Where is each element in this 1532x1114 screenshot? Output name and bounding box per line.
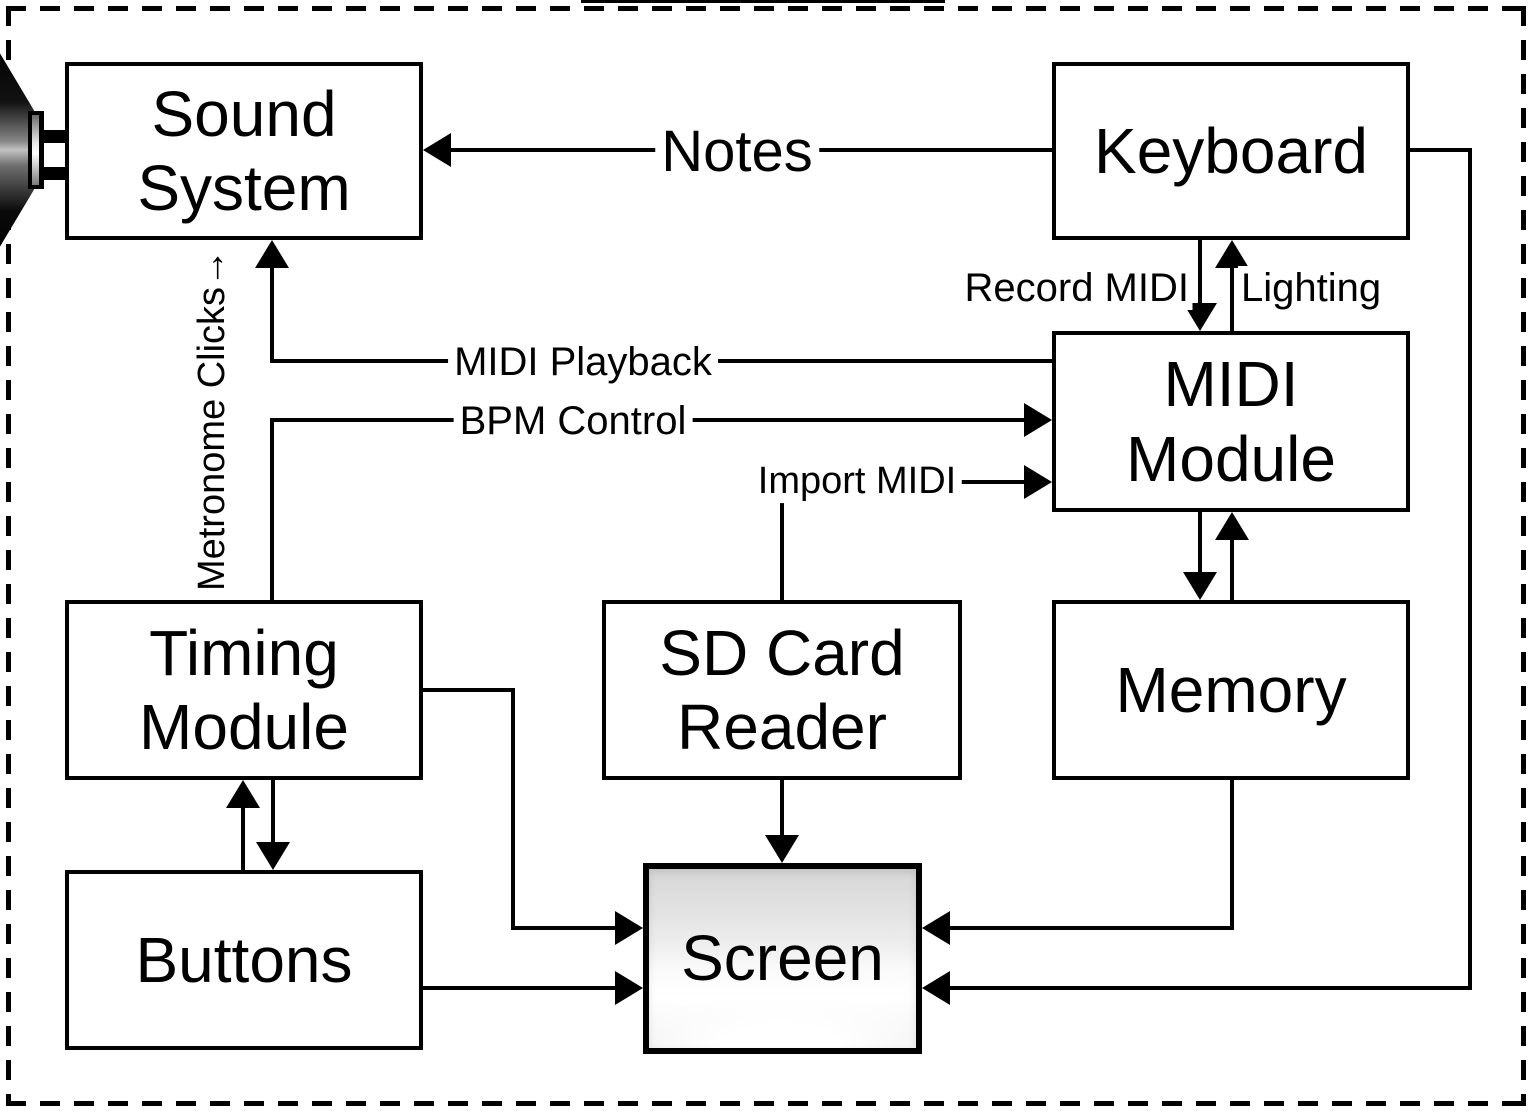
node-screen-label: Screen — [681, 922, 884, 995]
node-buttons-label: Buttons — [135, 923, 353, 996]
edge-import-midi-line-horiz — [950, 480, 1024, 484]
edge-label-lighting: Lighting — [1238, 266, 1385, 310]
edge-buttons-timing-line — [241, 804, 245, 870]
edge-label-bpm-control: BPM Control — [453, 399, 693, 443]
page-border-right — [1521, 6, 1526, 1106]
arrowhead-timing-into-buttons — [256, 842, 290, 870]
edge-keyboard-screen-line-top — [1410, 148, 1472, 152]
speaker-driver-highlight — [32, 115, 39, 185]
edge-lighting-line — [1230, 266, 1234, 331]
arrowhead-lighting-into-keyboard — [1215, 240, 1249, 268]
node-timing-module-label: Timing Module — [139, 616, 349, 763]
edge-midi-memory-line — [1198, 512, 1202, 576]
page-border-top — [6, 6, 1526, 11]
edge-label-metronome-text: Metronome Clicks — [191, 286, 234, 592]
edge-record-midi-line — [1198, 240, 1202, 306]
edge-label-notes: Notes — [655, 120, 819, 184]
node-buttons: Buttons — [65, 870, 423, 1050]
arrowhead-notes-into-sound-system — [423, 133, 451, 167]
arrowhead-buttons-into-screen — [615, 971, 643, 1005]
arrowhead-memory-into-screen — [922, 911, 950, 945]
speaker-connector-bottom — [44, 167, 65, 180]
node-sd-card-reader-label: SD Card Reader — [659, 616, 905, 763]
edge-timing-screen-line-b — [511, 688, 515, 930]
edge-label-metronome-clicks: Metronome Clicks→ — [191, 238, 234, 602]
edge-label-midi-playback: MIDI Playback — [448, 340, 718, 384]
arrowhead-import-into-midi — [1024, 465, 1052, 499]
edge-keyboard-screen-line-vert — [1468, 148, 1472, 990]
arrowhead-bpm-into-midi — [1024, 403, 1052, 437]
node-sd-card-reader: SD Card Reader — [602, 600, 962, 780]
node-screen: Screen — [643, 863, 922, 1054]
edge-midi-playback-line-vert — [270, 264, 274, 363]
speaker-connector-top — [44, 130, 65, 143]
page-border-left — [6, 6, 11, 1106]
node-memory: Memory — [1052, 600, 1410, 780]
arrowhead-playback-into-sound-system — [255, 240, 289, 268]
edge-buttons-screen-line — [423, 986, 619, 990]
node-keyboard-label: Keyboard — [1094, 114, 1368, 187]
edge-label-import-midi: Import MIDI — [751, 460, 963, 503]
edge-import-midi-line-vert — [780, 500, 784, 600]
edge-memory-screen-line-horiz — [950, 926, 1234, 930]
arrowhead-keyboard-into-screen — [922, 971, 950, 1005]
edge-bpm-control-line-vert — [270, 418, 274, 600]
node-midi-module-label: MIDI Module — [1126, 348, 1336, 495]
arrowhead-memory-into-midi — [1215, 512, 1249, 540]
edge-timing-buttons-line — [271, 780, 275, 846]
node-sound-system-label: Sound System — [137, 77, 351, 224]
edge-timing-screen-line-a — [423, 688, 515, 692]
node-midi-module: MIDI Module — [1052, 331, 1410, 512]
arrowhead-midi-into-memory — [1183, 572, 1217, 600]
edge-memory-midi-line — [1230, 536, 1234, 600]
edge-label-record-midi: Record MIDI — [961, 266, 1192, 310]
arrowhead-buttons-into-timing — [226, 780, 260, 808]
up-arrow-glyph: → — [191, 248, 234, 287]
node-offscreen-top — [581, 0, 945, 3]
edge-timing-screen-line-c — [511, 926, 619, 930]
edge-sdcard-screen-line — [780, 780, 784, 838]
node-keyboard: Keyboard — [1052, 62, 1410, 240]
edge-keyboard-screen-line-bot — [950, 986, 1472, 990]
edge-memory-screen-line-vert — [1230, 780, 1234, 930]
page-border-bottom — [6, 1101, 1526, 1106]
node-memory-label: Memory — [1115, 653, 1347, 726]
arrowhead-sdcard-into-screen — [765, 835, 799, 863]
node-timing-module: Timing Module — [65, 600, 423, 780]
node-sound-system: Sound System — [65, 62, 423, 240]
arrowhead-timing-into-screen — [615, 911, 643, 945]
